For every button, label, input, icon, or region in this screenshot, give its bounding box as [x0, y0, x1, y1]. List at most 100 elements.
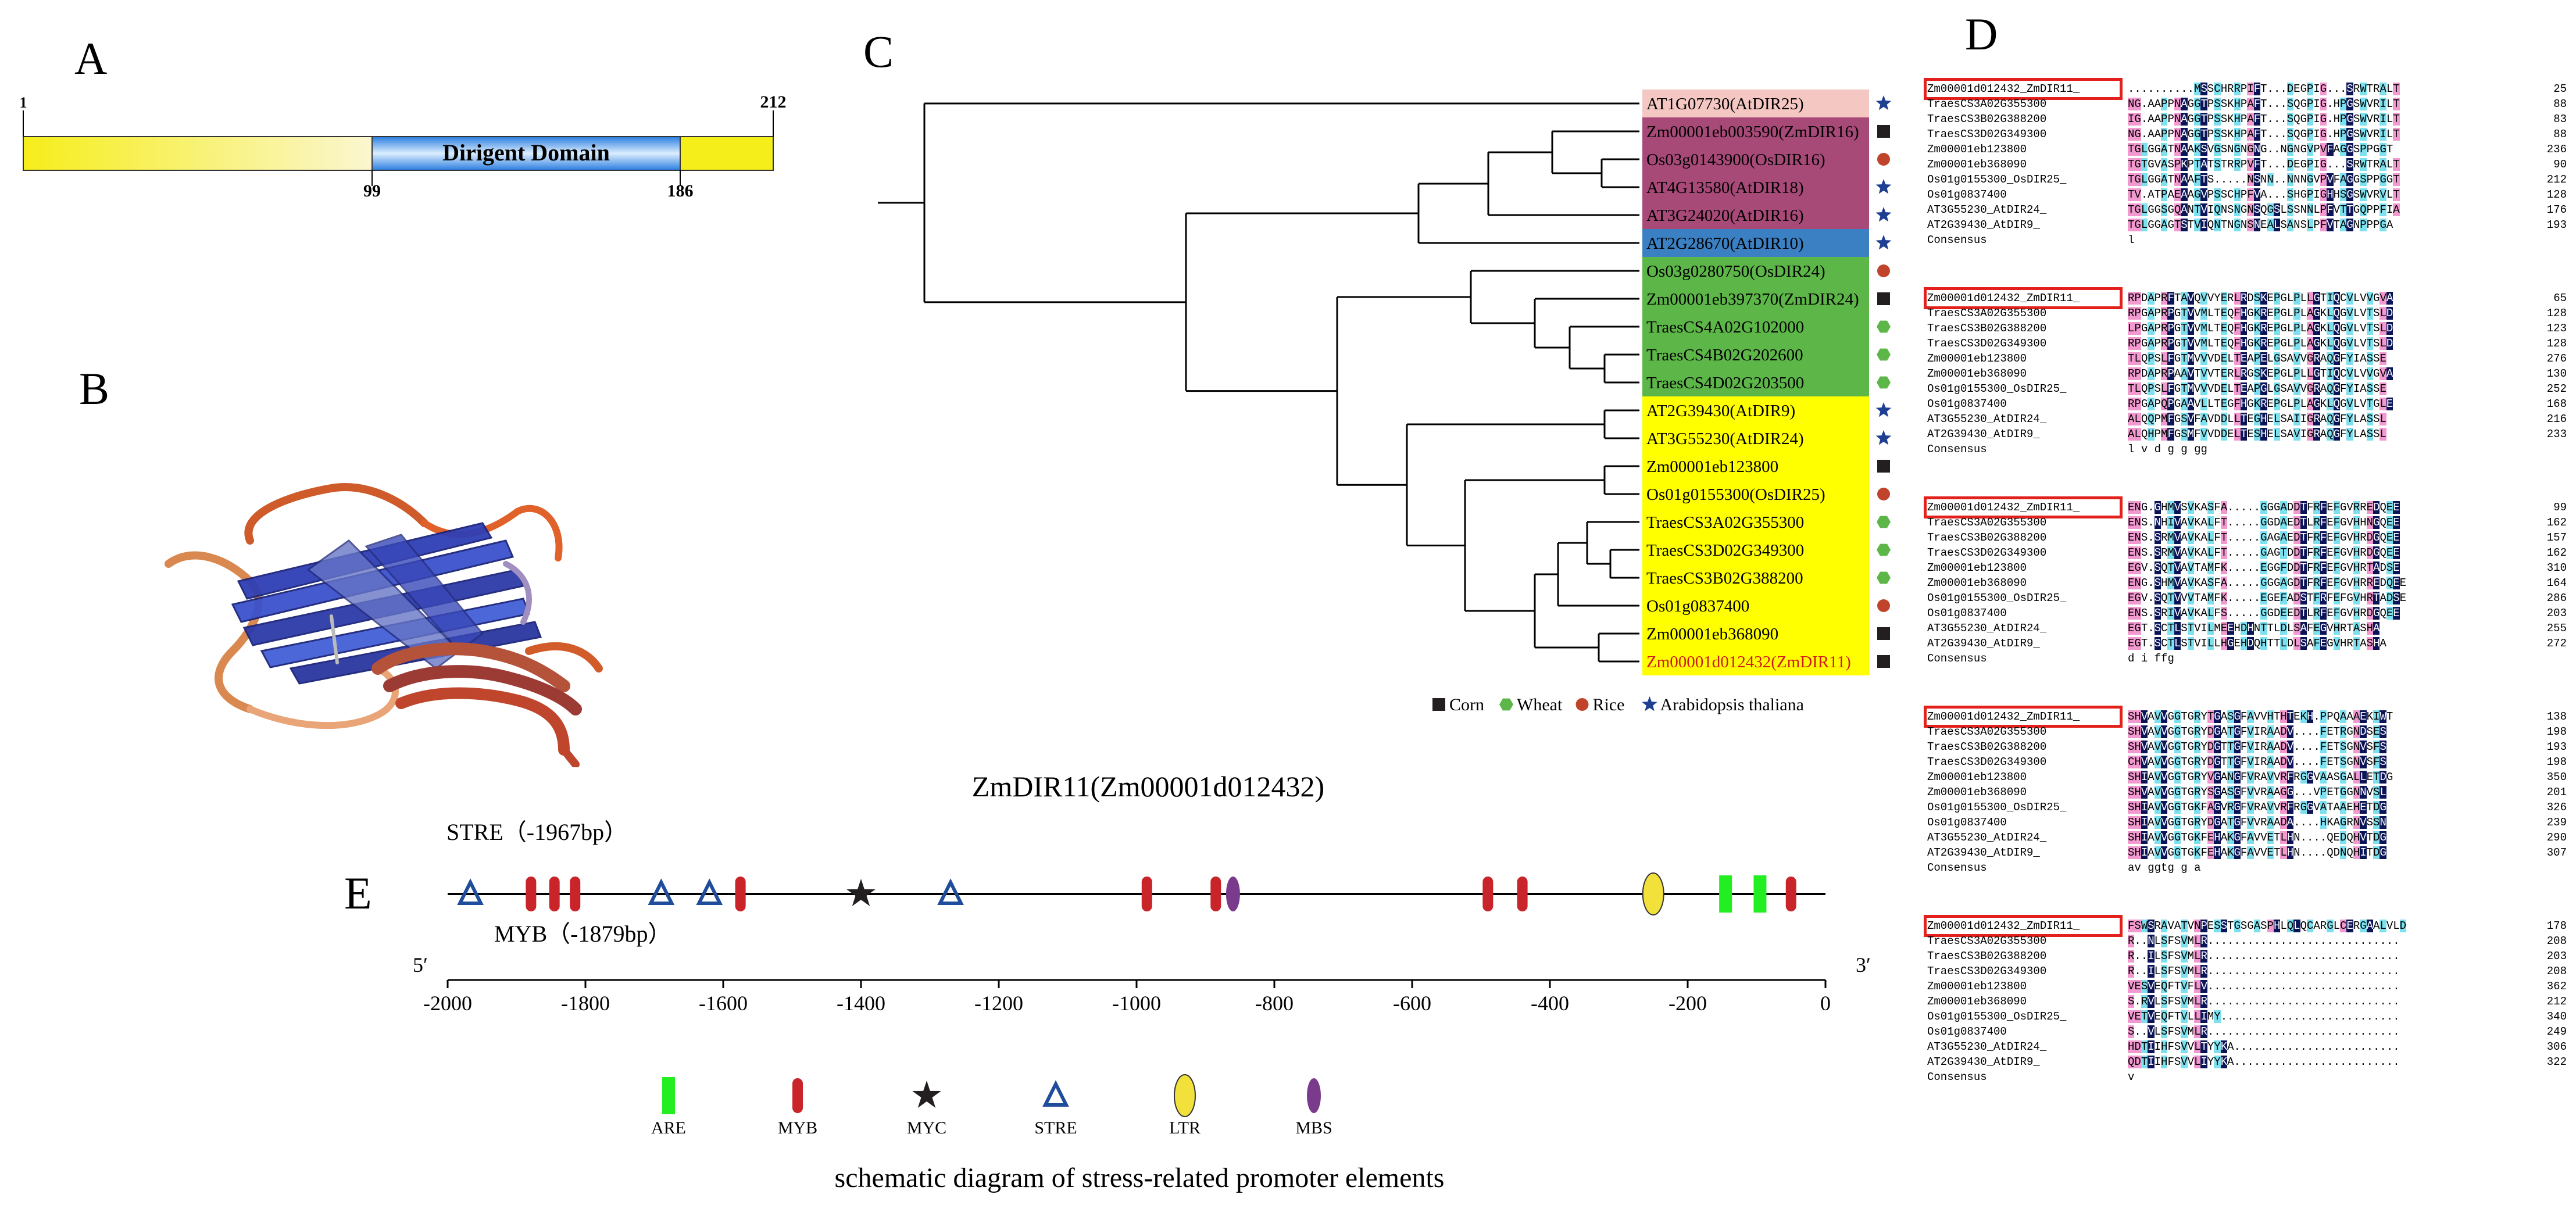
five-prime-label: 5′	[413, 953, 428, 977]
residue-count: 128	[2546, 188, 2567, 201]
leaf-label: Zm00001eb397370(ZmDIR24)	[1646, 290, 1859, 309]
leaf-label: TraesCS4A02G102000	[1646, 318, 1804, 337]
sequence-residues: TV.ATPAEAAGVPSSCHPFVA...SHGPIGHHSGSWVRVL…	[2128, 188, 2400, 201]
residue-count: 25	[2553, 83, 2567, 95]
sequence-residues: TGTGVASPKPTATSTRRPVFT...DEGPIG...SRWTRAL…	[2128, 158, 2400, 171]
sequence-residues: R..ILSFSVMLR............................…	[2128, 950, 2400, 963]
sequence-residues: SHVAVVGGTGRYTGASGFAVVHTHTEKH.PPQAAAEKIWT	[2128, 710, 2393, 723]
tree-leaf: Os03g0143900(OsDIR16)	[1642, 145, 1890, 173]
legend-label: Wheat	[1517, 695, 1563, 714]
sequence-name: AT3G55230_AtDIR24_	[1927, 622, 2047, 635]
sequence-name: TraesCS3D02G349300	[1927, 337, 2047, 350]
sequence-residues: R..ILSFSVMLR............................…	[2128, 965, 2400, 978]
domain-label: Dirigent Domain	[442, 140, 610, 166]
residue-count: 212	[2546, 995, 2567, 1008]
gene-title: ZmDIR11(Zm00001d012432)	[972, 770, 1324, 803]
tree-leaf: TraesCS4B02G202600	[1642, 341, 1891, 369]
are-element-icon	[1719, 875, 1732, 913]
sequence-name: TraesCS3D02G349300	[1927, 756, 2047, 768]
sequence-residues: S..VLSFSVMLR............................…	[2128, 1025, 2400, 1038]
sequence-residues: SHIAVVGGTGKFAGVRGFVRAVVRFRGGVATAAEHETDG	[2128, 801, 2386, 814]
axis-tick-label: -1800	[561, 992, 610, 1015]
tree-leaf: TraesCS4A02G102000	[1642, 313, 1891, 341]
residue-count: 198	[2546, 725, 2567, 738]
sequence-name: Zm00001d012432_ZmDIR11_	[1924, 78, 2123, 100]
sequence-residues: TLQPSLFGTMVVVDELTEAPELGSAVVGRAQGFYIASSE	[2128, 352, 2386, 365]
sequence-name: TraesCS3B02G388200	[1927, 113, 2047, 126]
sequence-residues: av ggtg g a	[2128, 861, 2201, 874]
pos-start: 1	[20, 94, 27, 111]
sequence-name: Zm00001d012432_ZmDIR11_	[1924, 287, 2123, 309]
tree-leaf: Os03g0280750(OsDIR24)	[1642, 257, 1890, 285]
sequence-residues: TGLGGSGQANTVIQNSNGNSQGSLSSNNLPFVTTGQPPFI…	[2128, 203, 2400, 216]
leaf-label: TraesCS3A02G355300	[1646, 513, 1804, 532]
axis-tick-label: -1400	[837, 992, 885, 1015]
tree-leaf: TraesCS4D02G203500	[1642, 369, 1891, 396]
legend-label: MYB	[778, 1118, 817, 1138]
residue-count: 340	[2546, 1010, 2567, 1023]
residue-count: 272	[2546, 637, 2567, 650]
sequence-residues: S.RVLSFSVMLR............................…	[2128, 995, 2400, 1008]
sequence-name: TraesCS3A02G355300	[1927, 516, 2047, 529]
axis-tick-label: -1000	[1112, 992, 1161, 1015]
leaf-label: Zm00001eb123800	[1646, 457, 1778, 476]
sequence-name: Zm00001eb368090	[1927, 158, 2027, 171]
rice-marker-icon	[1877, 264, 1890, 277]
phylogenetic-tree: AT1G07730(AtDIR25)Zm00001eb003590(ZmDIR1…	[878, 90, 1892, 714]
tree-leaf: Zm00001eb397370(ZmDIR24)	[1642, 285, 1890, 313]
sequence-residues: SHVAVVGGTGRYSGASGFVVRAAGG...VPETGGNNVSL	[2128, 786, 2386, 799]
sequence-residues: v	[2128, 1071, 2135, 1083]
sequence-residues: IG.AAPPNAGGTPSSKHPAFT...SQGPIG.HPGSWVRIL…	[2128, 113, 2400, 126]
myc-legend-icon	[912, 1081, 941, 1108]
axis-tick-label: 0	[1820, 992, 1831, 1015]
clade-background	[1642, 648, 1869, 675]
residue-count: 176	[2546, 203, 2567, 216]
sequence-residues: ENG.SHMVAVKASFA.....GGGAGDTFRFEFGVHRREDQ…	[2128, 577, 2407, 589]
clade-background	[1642, 90, 1869, 117]
arabidopsis-marker-icon	[1875, 402, 1892, 417]
protein-bar-right	[680, 136, 774, 171]
residue-count: 306	[2546, 1040, 2567, 1053]
sequence-residues: EGT.SCTLSTVILMEEHDHNTTLDLSAFEGVHRTASHA	[2128, 622, 2380, 635]
residue-count: 233	[2546, 428, 2567, 441]
clade-background	[1642, 480, 1869, 508]
legend-label: MYC	[907, 1118, 946, 1138]
domain-diagram: 1 212 99 186 Dirigent Domain	[20, 92, 787, 198]
axis-tick-label: -600	[1393, 992, 1431, 1015]
corn-marker-icon	[1877, 125, 1890, 138]
clade-background	[1642, 508, 1869, 536]
sequence-residues: SHVAVVGGTGRYDGATGFVIRAADV....FETRGNDSES	[2128, 725, 2386, 738]
sequence-residues: TGLGGATNAAKSVGSNGNGNG..NGNGVPVFAGGSPPGGT	[2128, 143, 2393, 156]
legend-item: Wheat	[1499, 695, 1563, 714]
stre-element-icon	[648, 878, 675, 905]
sequence-residues: HDTIIHFSVVLTYYKA........................…	[2128, 1040, 2400, 1053]
dirigent-domain-box	[371, 136, 681, 171]
residue-count: 362	[2546, 980, 2567, 993]
clade-background	[1642, 592, 1869, 620]
myb-legend-icon	[792, 1078, 803, 1113]
legend-item: Arabidopsis thaliana	[1642, 695, 1804, 714]
leaf-label: TraesCS4D02G203500	[1646, 374, 1804, 392]
tree-leaf: Os01g0155300(OsDIR25)	[1642, 480, 1890, 508]
sequence-residues: EGV.SQTVVVTAMFK.....EGEFADSTFRFEFGVHRTAD…	[2128, 592, 2407, 604]
sequence-name: TraesCS3A02G355300	[1927, 725, 2047, 738]
are-legend-icon	[662, 1077, 675, 1114]
tree-leaf: TraesCS3D02G349300	[1642, 536, 1891, 564]
sequence-name: Zm00001d012432_ZmDIR11_	[1924, 915, 2123, 937]
sequence-name: Os01g0837400	[1927, 607, 2007, 620]
sequence-name: Os01g0155300_OsDIR25_	[1927, 801, 2067, 814]
leaf-label: Os03g0280750(OsDIR24)	[1646, 262, 1825, 281]
legend-item: ARE	[651, 1077, 686, 1138]
sequence-name: AT2G39430_AtDIR9_	[1927, 637, 2040, 650]
residue-count: 212	[2546, 173, 2567, 186]
mbs-element-icon	[1226, 877, 1240, 911]
axis-tick-label: -1600	[699, 992, 748, 1015]
sequence-residues: TGLGGAGTSTVIQNTNGNSNEALSANSLPFVTAGNPPPGA	[2128, 219, 2393, 231]
corn-marker-icon	[1877, 627, 1890, 640]
residue-count: 162	[2546, 516, 2567, 529]
sequence-residues: SHIAVVGGTGKFEHAKGFAVVETLHN....QEDQHVTDG	[2128, 831, 2386, 844]
tree-leaf: AT3G24020(AtDIR16)	[1642, 201, 1892, 229]
residue-count: 255	[2546, 622, 2567, 635]
sequence-name: AT2G39430_AtDIR9_	[1927, 219, 2040, 231]
